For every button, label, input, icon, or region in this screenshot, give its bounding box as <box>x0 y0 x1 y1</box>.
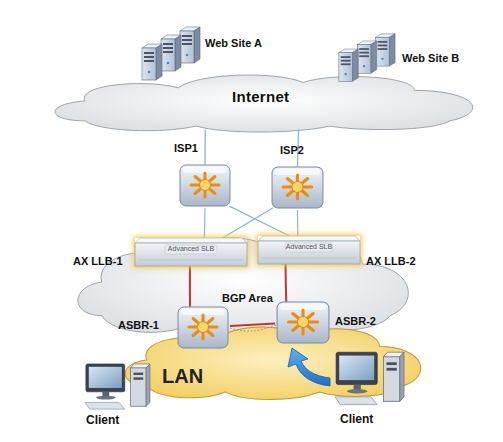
site-label: Web Site A <box>205 37 262 49</box>
router-label: ISP1 <box>174 142 198 154</box>
router-shape <box>176 302 230 350</box>
cloud-label: LAN <box>162 365 203 387</box>
network-link <box>222 208 272 238</box>
device-brand: Advanced SLB <box>258 243 360 251</box>
device-label: AX LLB-1 <box>73 255 123 267</box>
network-link <box>229 206 289 236</box>
client-pc-shape <box>82 362 150 412</box>
router-label: ASBR-2 <box>335 315 376 327</box>
cloud-label: Internet <box>232 89 289 106</box>
client-pc: Client <box>82 362 150 412</box>
site-label: Web Site B <box>402 52 459 64</box>
router: ISP1 <box>178 160 232 208</box>
router-label: ISP2 <box>280 144 304 156</box>
client-label: Client <box>86 414 119 427</box>
server-group-shape <box>335 32 397 84</box>
server-group: Web Site B <box>335 32 397 84</box>
router: ASBR-2 <box>275 297 331 345</box>
device-label: AX LLB-2 <box>366 255 416 267</box>
router-shape <box>270 162 325 210</box>
server-group: Web Site A <box>138 25 202 83</box>
router-shape <box>178 160 232 208</box>
network-link <box>204 208 206 238</box>
router-label: ASBR-1 <box>118 319 159 331</box>
router: ASBR-1 <box>176 302 230 350</box>
router: ISP2 <box>270 162 325 210</box>
client-pc: Client <box>332 350 404 408</box>
client-label: Client <box>340 413 373 426</box>
network-link <box>297 210 298 236</box>
router-shape <box>275 297 331 345</box>
internet-cloud: Internet <box>45 68 490 134</box>
client-pc-shape <box>332 350 404 408</box>
device-brand: Advanced SLB <box>135 245 247 253</box>
cloud-label: BGP Area <box>222 292 273 304</box>
server-group-shape <box>138 25 202 83</box>
load-balancer: AX LLB-2Advanced SLB <box>258 236 360 264</box>
network-link <box>204 129 205 164</box>
load-balancer: AX LLB-1Advanced SLB <box>135 238 247 266</box>
